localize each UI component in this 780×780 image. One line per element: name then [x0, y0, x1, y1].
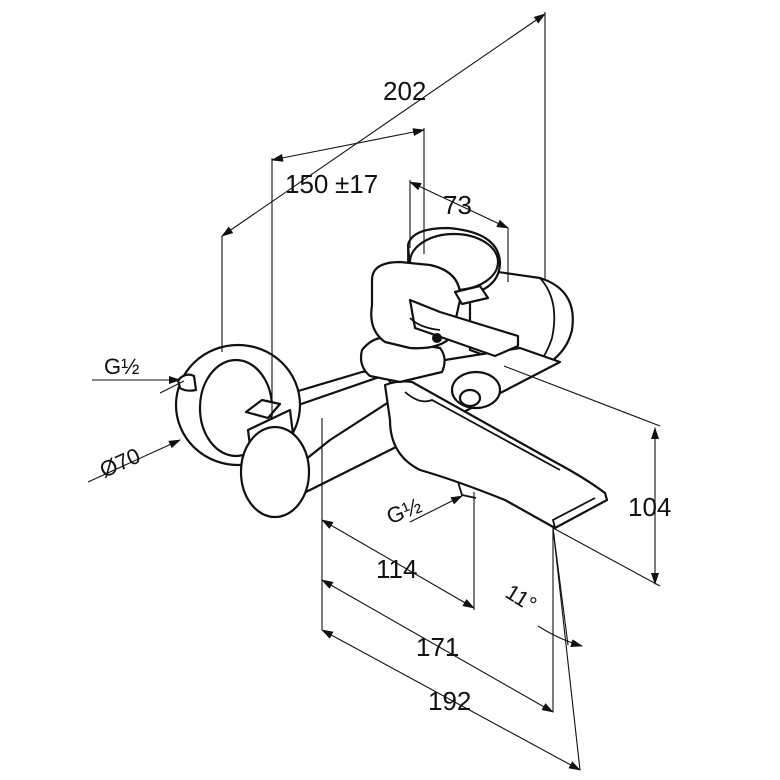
dimension-lines [87, 13, 659, 771]
label-inlet-thread: G½ [104, 354, 139, 379]
dim-line-192 [321, 629, 581, 771]
diverter-knob [450, 370, 502, 410]
spout [383, 380, 609, 530]
left-end-cap [239, 398, 311, 519]
label-escutcheon-diameter: Ø70 [96, 443, 144, 483]
dim-label-114: 114 [376, 554, 417, 584]
dim-label-202: 202 [383, 76, 426, 106]
label-outlet-thread: G½ [383, 493, 425, 529]
mixer-lever-handle [359, 260, 520, 384]
dim-line-150 [271, 128, 425, 162]
dim-arc-11deg [537, 625, 583, 647]
leader-outlet-thread [409, 495, 463, 523]
dim-label-11deg: 11° [501, 579, 541, 617]
dim-label-150: 150 [285, 169, 328, 199]
dim-label-171: 171 [416, 632, 459, 662]
dim-label-150-tolerance: ±17 [335, 169, 378, 199]
leader-escutcheon-diameter [87, 439, 181, 483]
tap-body [174, 226, 609, 530]
dim-line-73 [409, 181, 509, 229]
dim-label-73: 73 [443, 190, 472, 220]
dim-label-104: 104 [628, 492, 671, 522]
dim-label-192: 192 [428, 686, 471, 716]
dim-line-202 [221, 13, 546, 237]
